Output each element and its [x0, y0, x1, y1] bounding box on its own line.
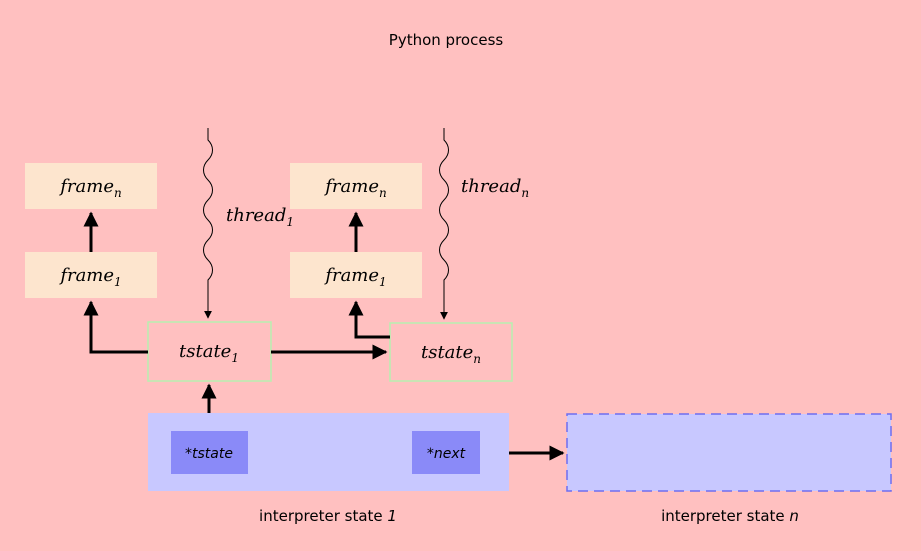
- tstate-n-box: tstaten: [389, 322, 513, 382]
- frame-n-label-left: frame: [58, 176, 114, 197]
- tstate-pointer-box: *tstate: [171, 431, 248, 474]
- next-pointer-label: *next: [427, 446, 466, 462]
- tstate-1-box: tstate1: [147, 321, 272, 382]
- interpreter-state-n-box: [566, 413, 892, 492]
- tstate-1-label: tstate: [179, 341, 231, 362]
- svg-text:framen: framen: [323, 176, 386, 200]
- frame-1-box-right: frame1: [290, 252, 422, 298]
- tstate-n-label: tstate: [421, 342, 473, 363]
- frame-1-label-right: frame: [323, 265, 379, 286]
- thread-n-label: threadn: [461, 176, 529, 200]
- thread-n-line: [439, 128, 449, 320]
- frame-n-label-right: frame: [323, 176, 379, 197]
- frame-n-box-left: framen: [25, 163, 157, 209]
- frame-1-label-left: frame: [58, 265, 114, 286]
- frame-n-box-right: framen: [290, 163, 422, 209]
- svg-text:frame1: frame1: [323, 265, 386, 289]
- arrow-tstate1-to-frame1-left: [83, 300, 148, 354]
- thread-1-label: thread1: [226, 205, 294, 229]
- interpreter-state-n-caption: interpreter state n: [661, 507, 799, 525]
- svg-text:tstate1: tstate1: [179, 341, 239, 365]
- svg-text:frame1: frame1: [58, 265, 121, 289]
- arrow-tstaten-to-frame1-right: [348, 300, 390, 339]
- next-pointer-box: *next: [412, 431, 480, 474]
- diagram-title: Python process: [389, 31, 504, 49]
- interpreter-state-1-caption: interpreter state 1: [259, 507, 397, 525]
- svg-text:tstaten: tstaten: [421, 342, 481, 366]
- tstate-pointer-label: *tstate: [185, 446, 233, 462]
- thread-1-line: [203, 128, 213, 319]
- frame-1-box-left: frame1: [25, 252, 157, 298]
- svg-text:framen: framen: [58, 176, 121, 200]
